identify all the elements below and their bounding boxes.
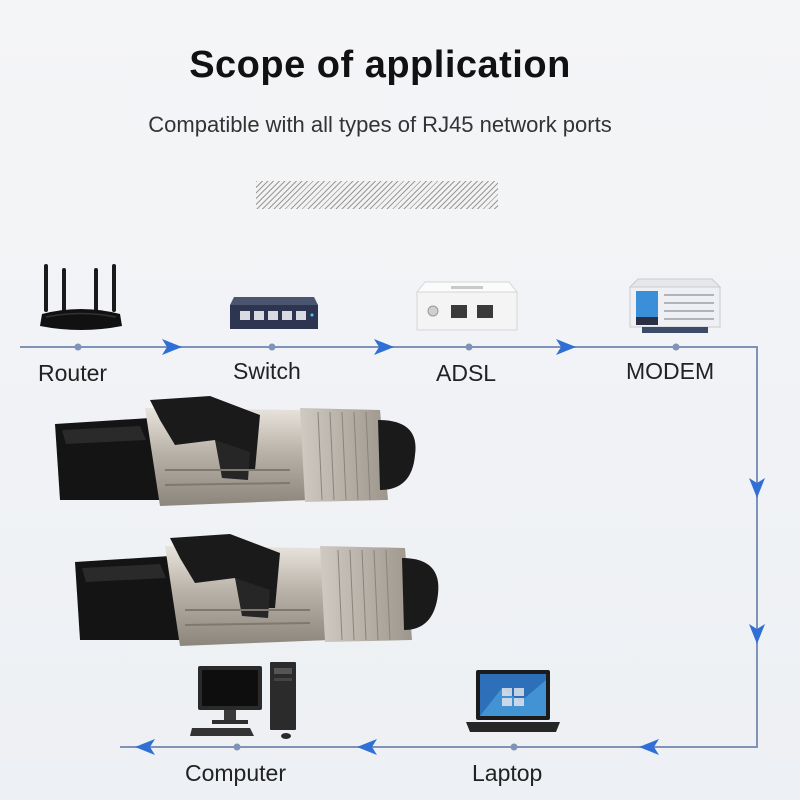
dot-router <box>74 343 82 351</box>
top-flow-line <box>20 346 758 748</box>
node-dots <box>74 343 680 751</box>
arrow-down-1 <box>749 478 765 498</box>
laptop-label: Laptop <box>472 760 543 786</box>
rj45-connector-2 <box>75 534 439 646</box>
dot-adsl <box>465 343 473 351</box>
dot-modem <box>672 343 680 351</box>
computer-label: Computer <box>185 760 286 786</box>
router-label: Router <box>38 360 108 386</box>
dot-laptop <box>510 743 518 751</box>
switch-icon <box>230 297 318 329</box>
arrow-right-1 <box>162 339 182 355</box>
flow-lines <box>20 346 758 748</box>
laptop-icon <box>466 670 560 732</box>
rj45-connector-1 <box>55 396 416 506</box>
arrow-down-2 <box>749 624 765 644</box>
arrow-left-3 <box>135 739 155 755</box>
adsl-icon <box>415 281 519 331</box>
switch-label: Switch <box>233 358 301 384</box>
router-icon <box>40 264 122 330</box>
page-title: Scope of application <box>189 44 571 86</box>
modem-label: MODEM <box>626 358 715 384</box>
arrow-right-2 <box>374 339 394 355</box>
modem-icon <box>628 278 722 333</box>
arrow-right-3 <box>556 339 576 355</box>
computer-icon <box>190 662 296 739</box>
dot-computer <box>233 743 241 751</box>
arrow-left-2 <box>357 739 377 755</box>
flow-arrows <box>135 339 765 755</box>
adsl-label: ADSL <box>436 360 497 386</box>
decorative-hatch-bar <box>256 181 498 209</box>
dot-switch <box>268 343 276 351</box>
page-subtitle: Compatible with all types of RJ45 networ… <box>148 112 612 137</box>
arrow-left-1 <box>639 739 659 755</box>
